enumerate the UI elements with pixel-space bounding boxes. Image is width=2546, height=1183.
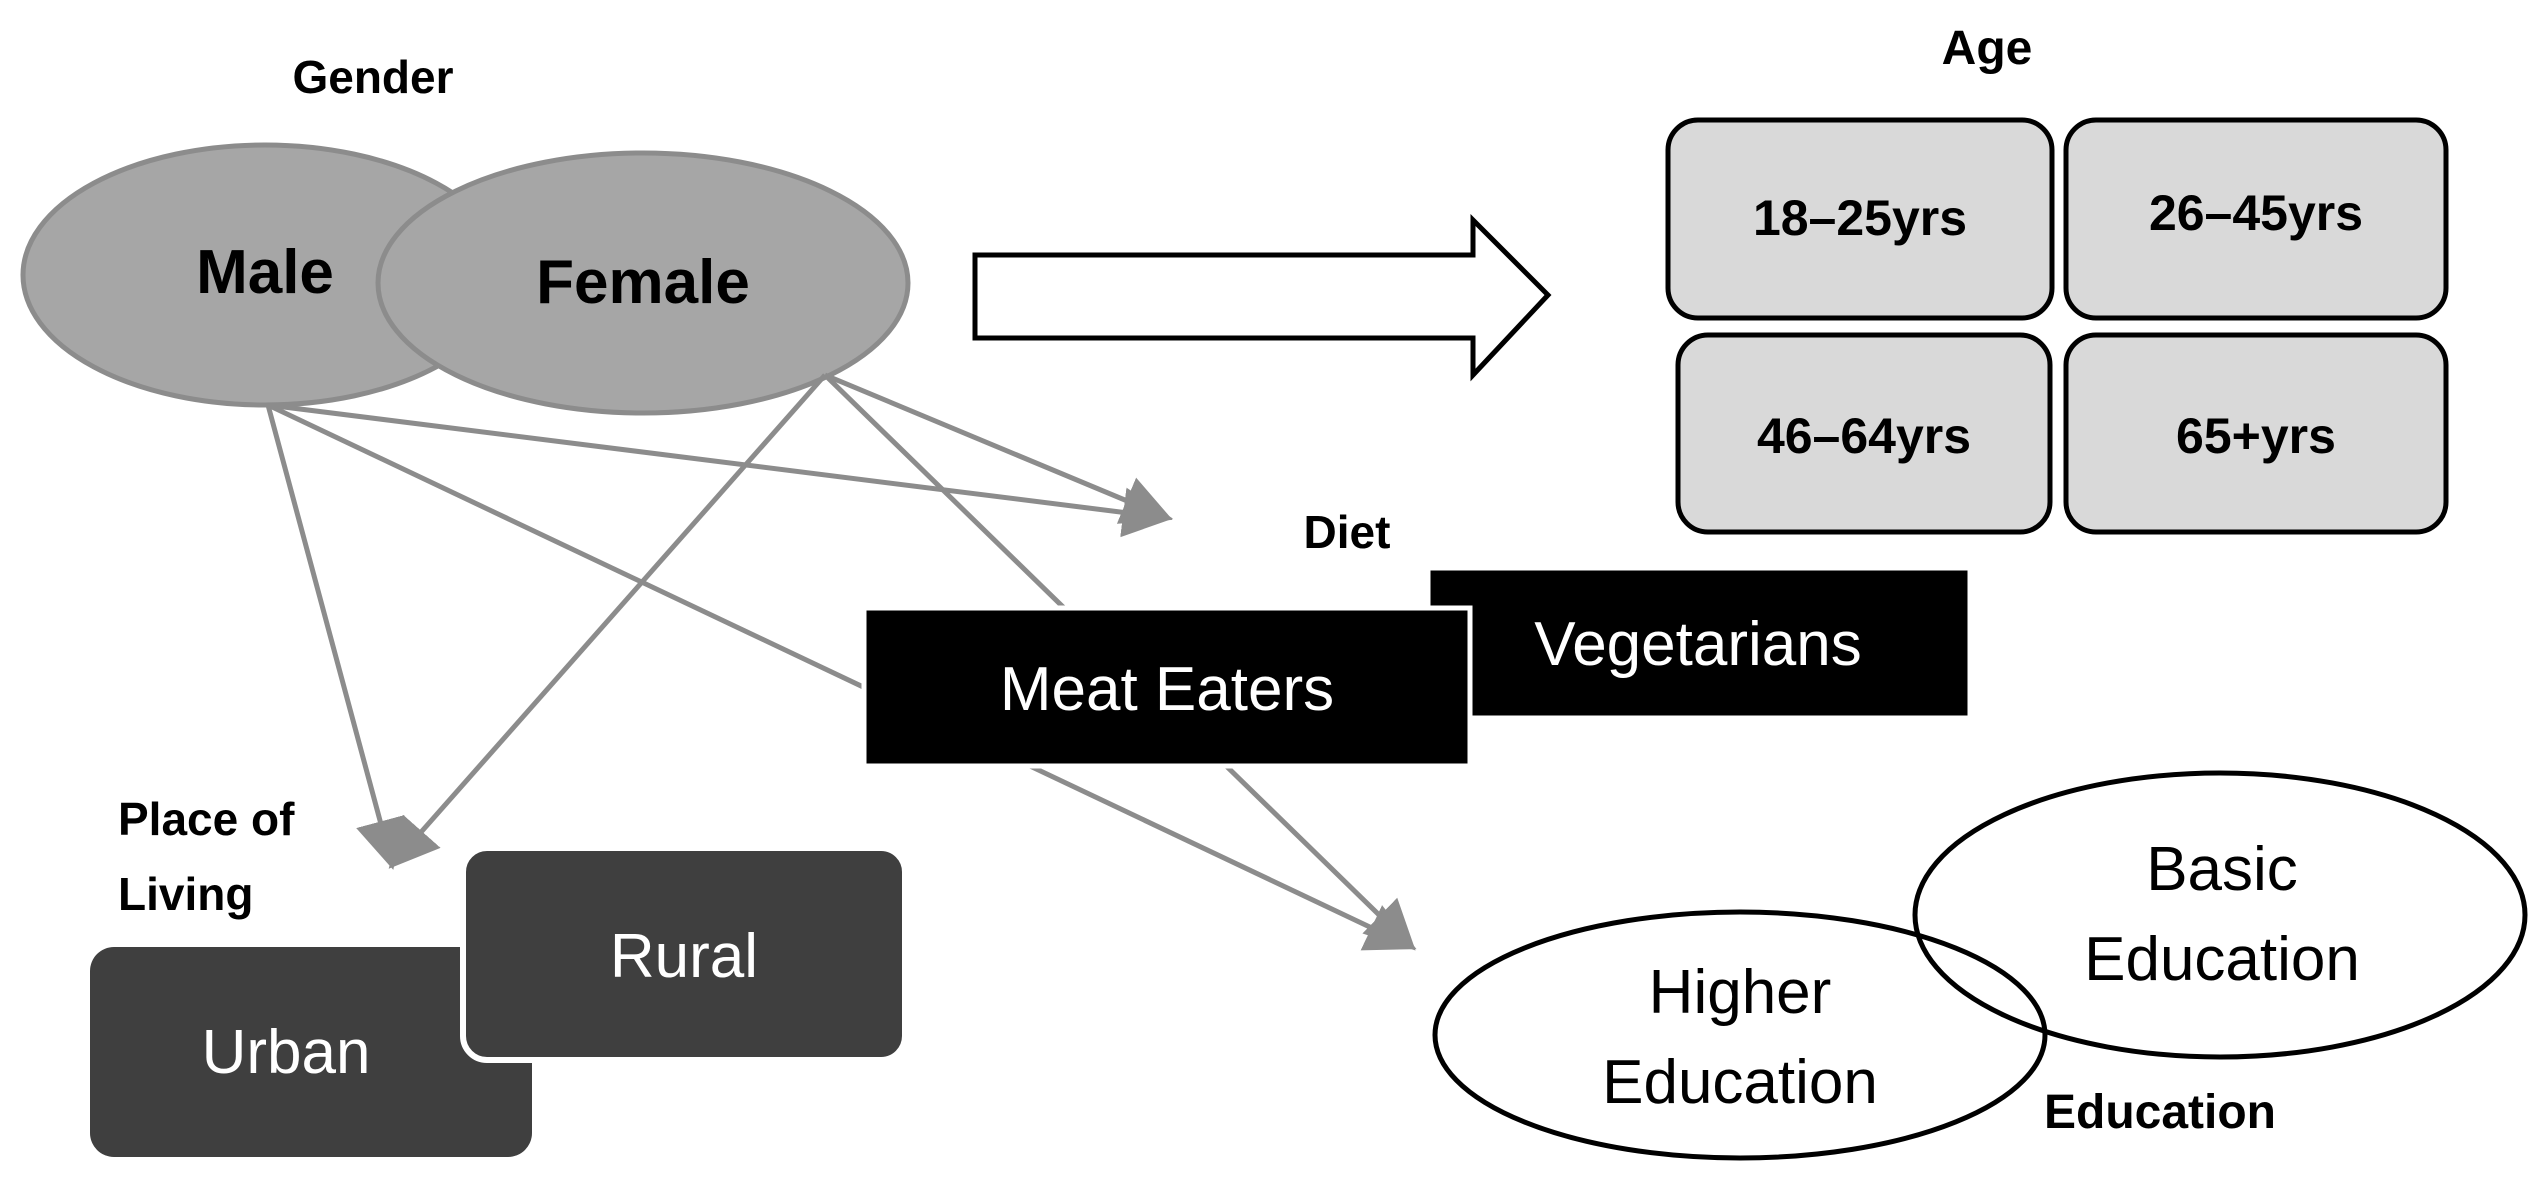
rural-label: Rural [610,922,758,991]
meat-eaters-label: Meat Eaters [1000,655,1334,724]
gender-heading: Gender [292,51,453,103]
connector-male-to-diet [267,402,1173,538]
higher-education-ellipse [1432,909,2048,1161]
age-box-26-45 [2063,117,2449,321]
age-box-46-64 [1675,332,2053,535]
vegetarians-box [1425,565,1973,721]
age-box-18-25 [1665,117,2055,321]
place-heading-line1: Place of [118,793,295,845]
basic-education-label-line1: Basic [2146,835,2298,904]
higher-education-label-line1: Higher [1649,958,1832,1027]
rural-box [460,845,908,1063]
age-box-65-plus [2063,332,2449,535]
basic-education-label-line2: Education [2084,925,2360,994]
education-heading: Education [2044,1086,2276,1139]
urban-label: Urban [202,1018,371,1087]
place-heading-line2: Living [118,868,253,920]
meat-eaters-box [861,605,1473,769]
higher-education-label-line2: Education [1602,1048,1878,1117]
female-label: Female [536,248,750,317]
gender-to-age-arrow [972,213,1552,382]
connector-male-to-place [265,404,405,870]
age-label-46-64: 46–64yrs [1757,408,1971,464]
female-ellipse [375,150,911,416]
connector-female-to-diet [824,372,1173,524]
age-label-18-25: 18–25yrs [1753,190,1967,246]
basic-education-ellipse [1912,770,2528,1060]
connector-female-to-place [388,373,827,869]
diet-heading: Diet [1304,506,1391,558]
urban-box [90,947,532,1157]
vegetarians-label: Vegetarians [1534,610,1861,679]
male-label: Male [196,238,334,307]
connector-male-to-education [266,402,1417,951]
age-label-26-45: 26–45yrs [2149,185,2363,241]
age-label-65-plus: 65+yrs [2176,408,2336,464]
age-heading: Age [1942,22,2033,75]
